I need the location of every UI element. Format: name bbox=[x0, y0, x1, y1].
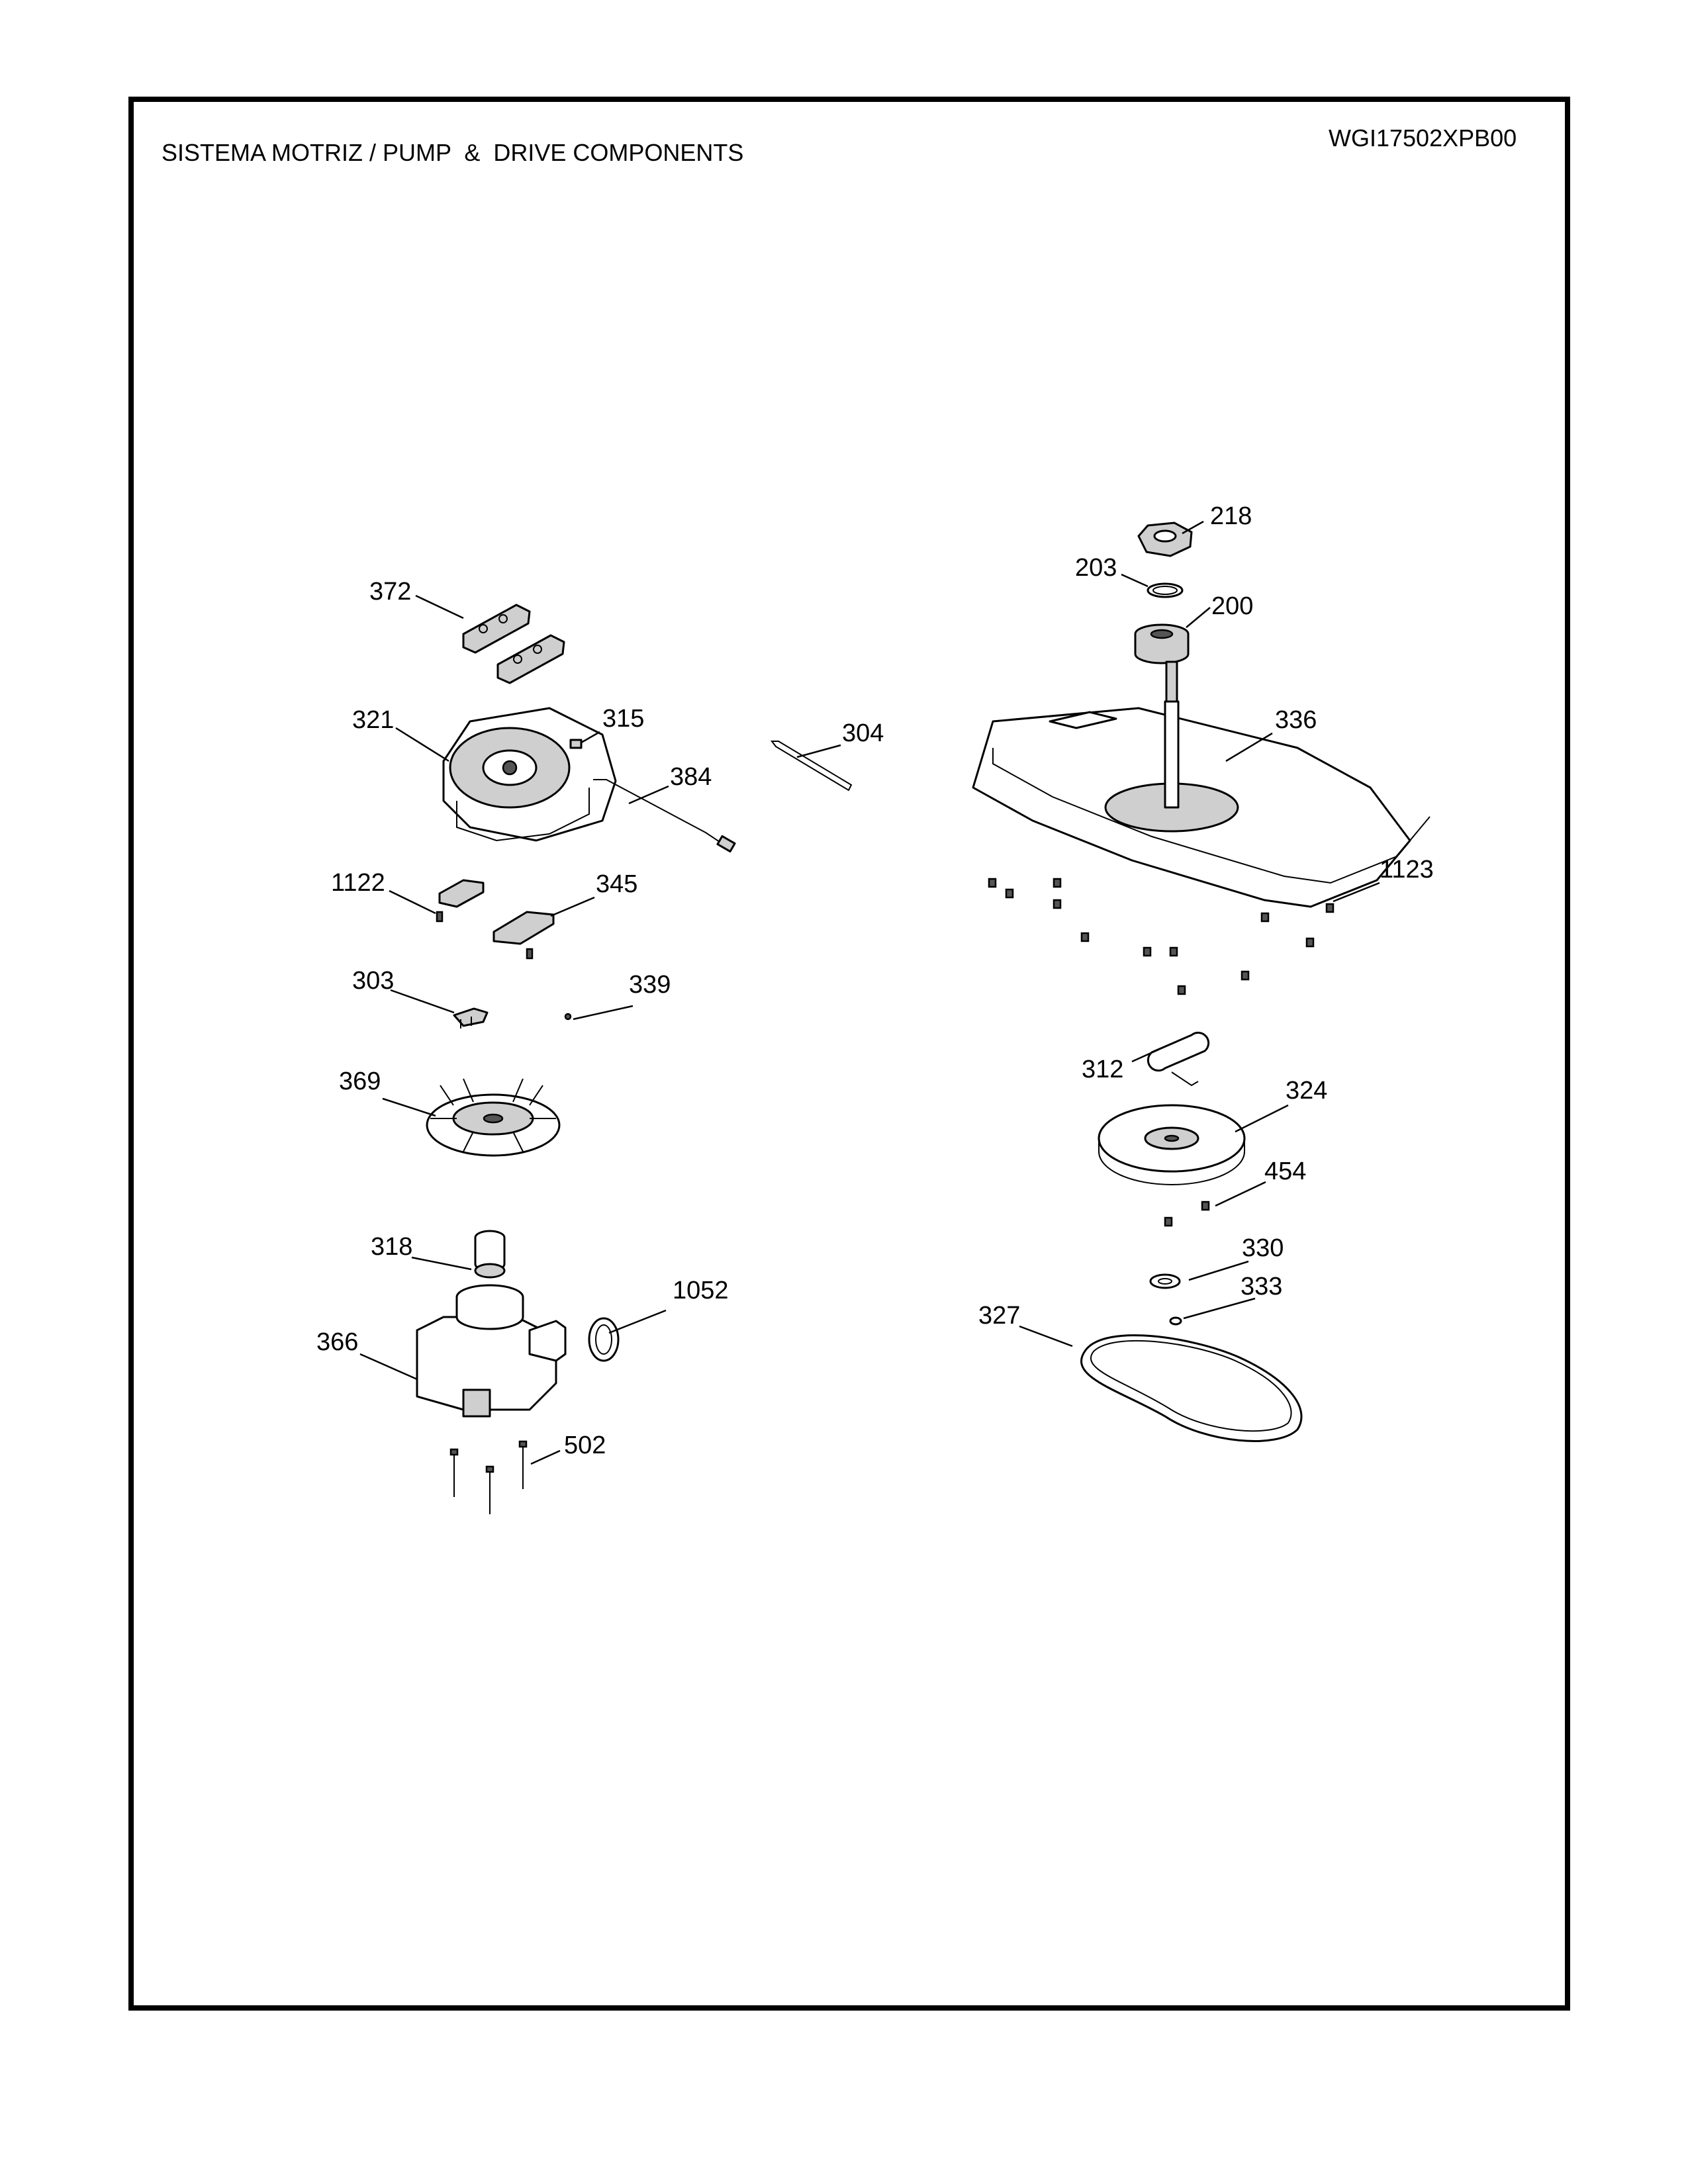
leader-lines bbox=[359, 520, 1380, 1465]
part-502-screws bbox=[449, 1440, 528, 1514]
part-318-valve bbox=[474, 1230, 506, 1279]
callout-218: 218 bbox=[1210, 502, 1252, 530]
callout-1122: 1122 bbox=[331, 869, 385, 897]
diagram-frame bbox=[128, 97, 1570, 2011]
callout-339: 339 bbox=[629, 971, 671, 999]
part-1122-bracket bbox=[438, 879, 485, 908]
part-345-bracket bbox=[492, 911, 555, 960]
part-312-capacitor bbox=[1147, 1031, 1210, 1087]
callout-303: 303 bbox=[352, 967, 394, 995]
callout-330: 330 bbox=[1242, 1234, 1284, 1262]
callout-372: 372 bbox=[369, 578, 411, 606]
part-218-hex-nut bbox=[1137, 522, 1193, 557]
callout-labels: 218 203 200 372 321 315 304 336 384 1122… bbox=[316, 502, 1434, 1459]
callout-324: 324 bbox=[1286, 1077, 1327, 1105]
callout-304: 304 bbox=[842, 719, 884, 747]
model-number: WGI17502XPB00 bbox=[1329, 124, 1517, 152]
part-303-clip bbox=[453, 1007, 489, 1028]
callout-366: 366 bbox=[316, 1328, 358, 1356]
callout-312: 312 bbox=[1082, 1056, 1123, 1083]
part-454-screws bbox=[1164, 1201, 1210, 1227]
part-200-seal bbox=[1134, 623, 1190, 664]
callout-345: 345 bbox=[596, 870, 637, 898]
part-203-washer bbox=[1147, 582, 1184, 598]
part-315-clip bbox=[569, 739, 583, 749]
callout-318: 318 bbox=[371, 1233, 412, 1261]
part-366-drain-pump bbox=[416, 1284, 567, 1418]
part-330-washer bbox=[1149, 1273, 1181, 1289]
callout-1052: 1052 bbox=[673, 1277, 729, 1304]
callout-327: 327 bbox=[978, 1302, 1020, 1330]
part-336-mounting-plate bbox=[972, 660, 1430, 908]
callout-200: 200 bbox=[1211, 592, 1253, 620]
part-333-ring bbox=[1169, 1316, 1182, 1326]
callout-369: 369 bbox=[339, 1068, 381, 1095]
part-369-cooling-fan bbox=[426, 1078, 561, 1157]
part-1122-screw bbox=[436, 911, 444, 923]
part-321-drive-motor bbox=[442, 707, 617, 842]
page-title: SISTEMA MOTRIZ / PUMP & DRIVE COMPONENTS bbox=[162, 139, 744, 166]
callout-384: 384 bbox=[670, 763, 712, 791]
part-372-motor-clips bbox=[462, 604, 565, 684]
callout-315: 315 bbox=[602, 705, 644, 733]
callout-203: 203 bbox=[1075, 554, 1117, 582]
part-327-drive-belt bbox=[1080, 1334, 1303, 1442]
part-304-cable-tie bbox=[771, 741, 853, 792]
part-324-pulley bbox=[1098, 1104, 1246, 1185]
callout-502: 502 bbox=[564, 1432, 606, 1459]
part-1052-hose-clamp bbox=[588, 1317, 620, 1362]
callout-333: 333 bbox=[1241, 1273, 1282, 1300]
callout-1123: 1123 bbox=[1380, 856, 1434, 884]
callout-321: 321 bbox=[352, 706, 394, 734]
part-339-ball bbox=[564, 1013, 572, 1021]
callout-336: 336 bbox=[1275, 706, 1317, 734]
part-1123-screws bbox=[988, 878, 1335, 995]
part-384-wire-harness bbox=[593, 779, 736, 853]
callout-454: 454 bbox=[1264, 1158, 1306, 1185]
